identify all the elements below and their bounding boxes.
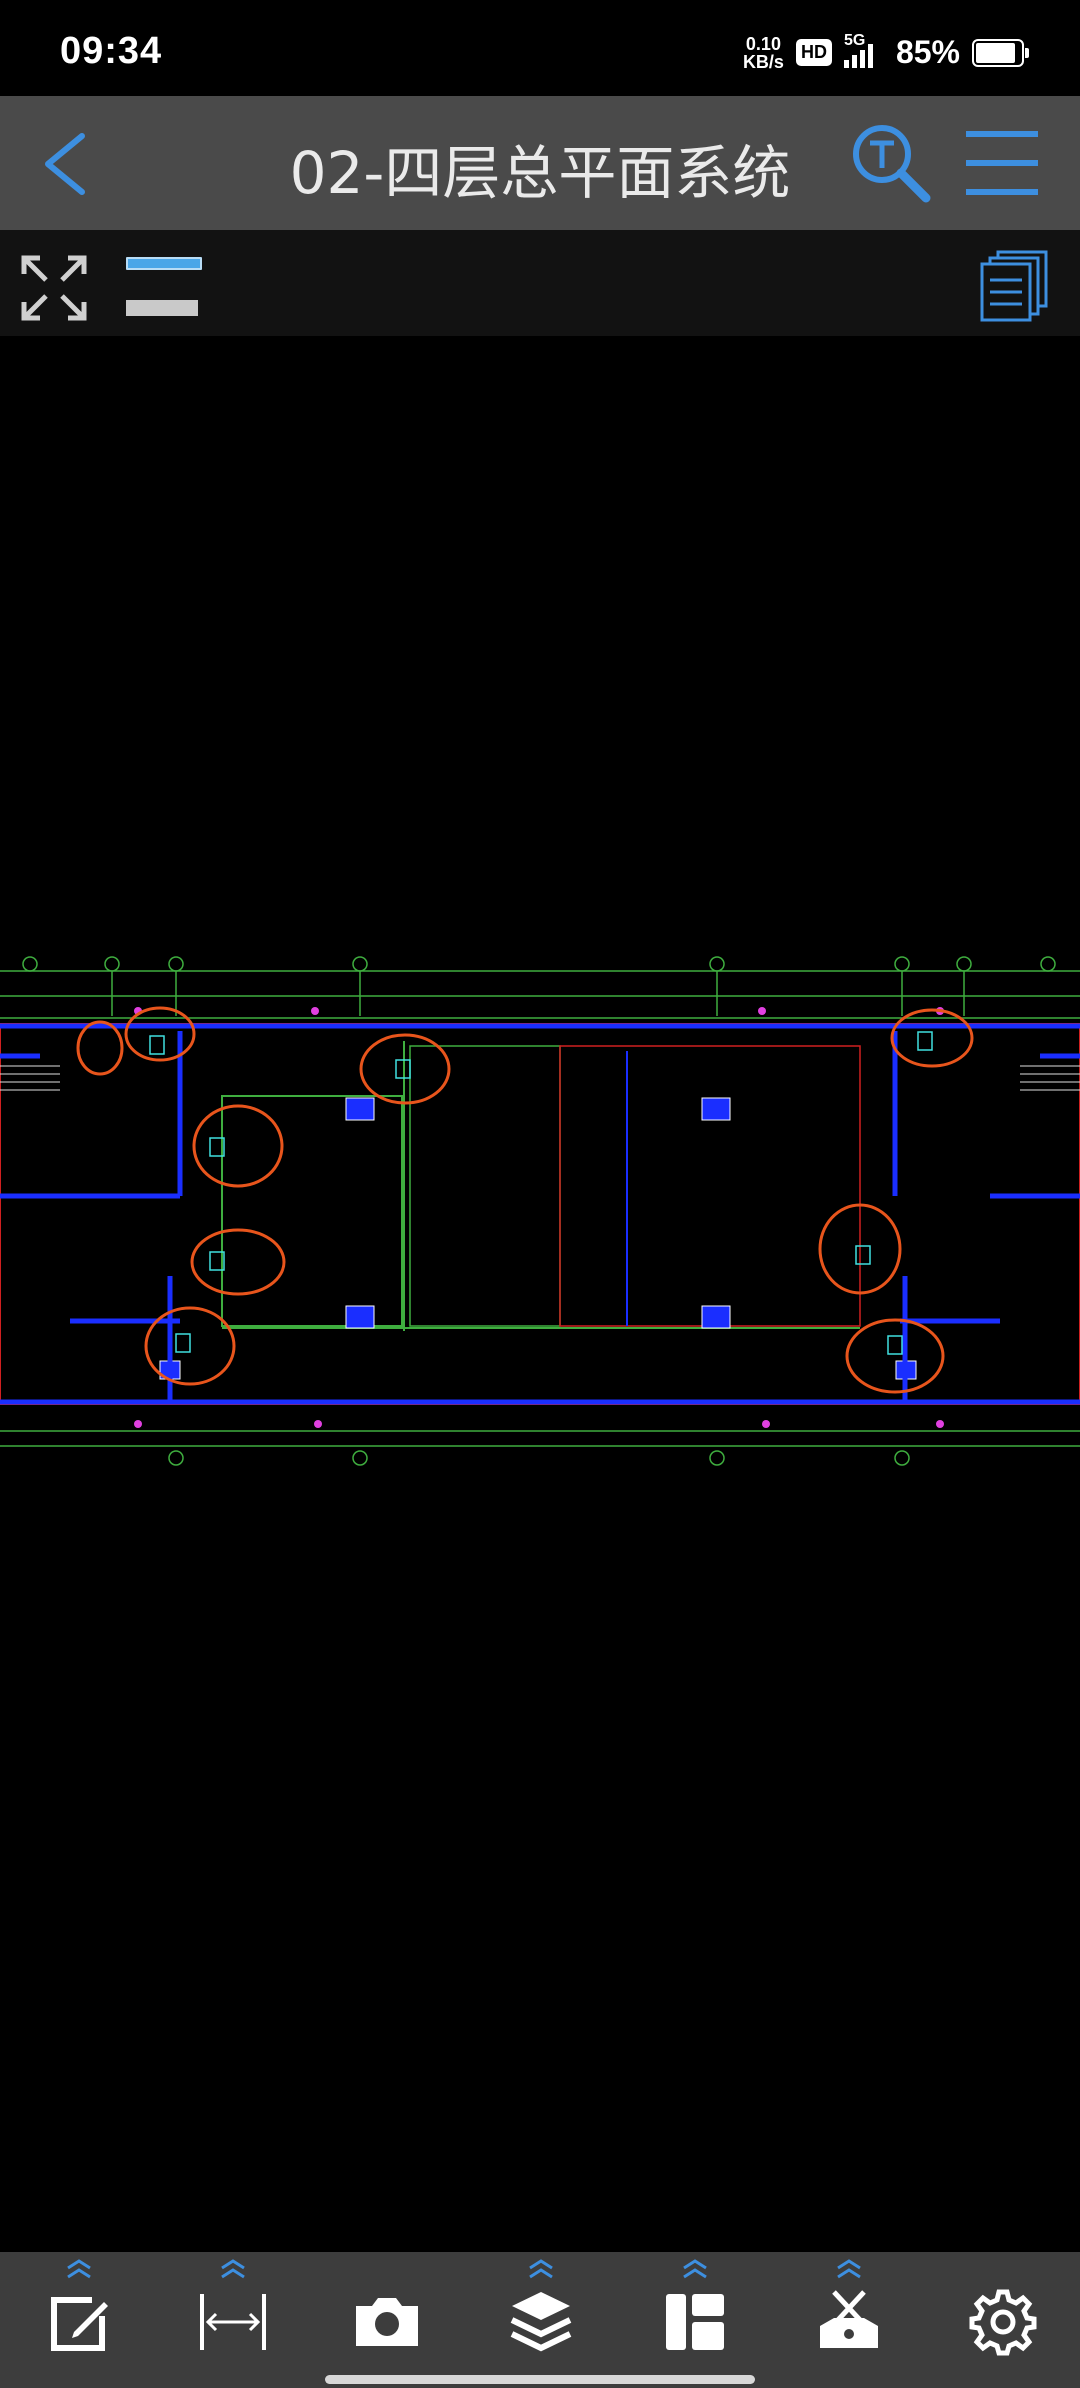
left-wing xyxy=(0,1031,183,1402)
line-weight-secondary[interactable] xyxy=(126,300,198,316)
chevron-up-icon xyxy=(67,2259,91,2279)
status-icons: 0.10 KB/s HD 5G 85% xyxy=(742,32,1029,72)
floor-plan-drawing xyxy=(0,956,1080,1466)
central-hall xyxy=(221,1041,861,1331)
columns xyxy=(159,1097,917,1380)
battery-icon xyxy=(972,38,1029,67)
cad-drawing-canvas[interactable] xyxy=(0,336,1080,2252)
hamburger-menu-icon[interactable] xyxy=(960,126,1044,200)
chevron-up-icon xyxy=(683,2259,707,2279)
measure-distance-icon xyxy=(200,2294,266,2350)
tools-button[interactable] xyxy=(794,2252,904,2388)
hand-drawn-markup-circles xyxy=(76,1006,974,1394)
markers-top xyxy=(134,1007,944,1015)
settings-button[interactable] xyxy=(948,2252,1058,2388)
exterior-walls xyxy=(0,1023,1080,1405)
camera-icon xyxy=(356,2298,418,2346)
expand-arrows-icon[interactable] xyxy=(18,252,90,324)
equipment-symbols xyxy=(149,1031,933,1355)
bottom-toolbar xyxy=(0,2252,1080,2388)
clock: 09:34 xyxy=(60,30,163,72)
document-list-icon[interactable] xyxy=(978,250,1050,322)
pencil-square-icon xyxy=(51,2297,108,2351)
toolbox-icon xyxy=(820,2290,878,2348)
title-bar: 02-四层总平面系统 xyxy=(0,96,1080,230)
chevron-up-icon xyxy=(837,2259,861,2279)
net-speed: 0.10 KB/s xyxy=(742,33,784,72)
battery-percent: 85% xyxy=(895,34,960,70)
markers-bottom xyxy=(134,1420,944,1428)
layout-panels-icon xyxy=(666,2294,724,2350)
text-search-icon[interactable] xyxy=(848,120,934,206)
status-bar: 09:34 0.10 KB/s HD 5G 85% xyxy=(0,0,1080,96)
measure-button[interactable] xyxy=(178,2252,288,2388)
grid-bubbles-top xyxy=(22,956,1056,1016)
edit-annotate-button[interactable] xyxy=(24,2252,134,2388)
page-title: 02-四层总平面系统 xyxy=(289,139,791,207)
camera-button[interactable] xyxy=(332,2252,442,2388)
layout-button[interactable] xyxy=(640,2252,750,2388)
line-weight-icon[interactable] xyxy=(126,257,202,270)
back-arrow-icon[interactable] xyxy=(38,124,118,204)
layers-button[interactable] xyxy=(486,2252,596,2388)
right-wing xyxy=(892,1031,1080,1402)
home-indicator[interactable] xyxy=(325,2375,755,2384)
view-toolbar xyxy=(0,230,1080,336)
signal-icon: 5G xyxy=(843,32,884,68)
hd-badge: HD xyxy=(795,39,832,66)
gear-icon xyxy=(969,2289,1037,2356)
chevron-up-icon xyxy=(221,2259,245,2279)
grid-axis-bottom xyxy=(0,1430,1080,1466)
chevron-up-icon xyxy=(529,2259,553,2279)
layers-icon xyxy=(510,2292,572,2352)
stairs xyxy=(0,1065,1080,1091)
